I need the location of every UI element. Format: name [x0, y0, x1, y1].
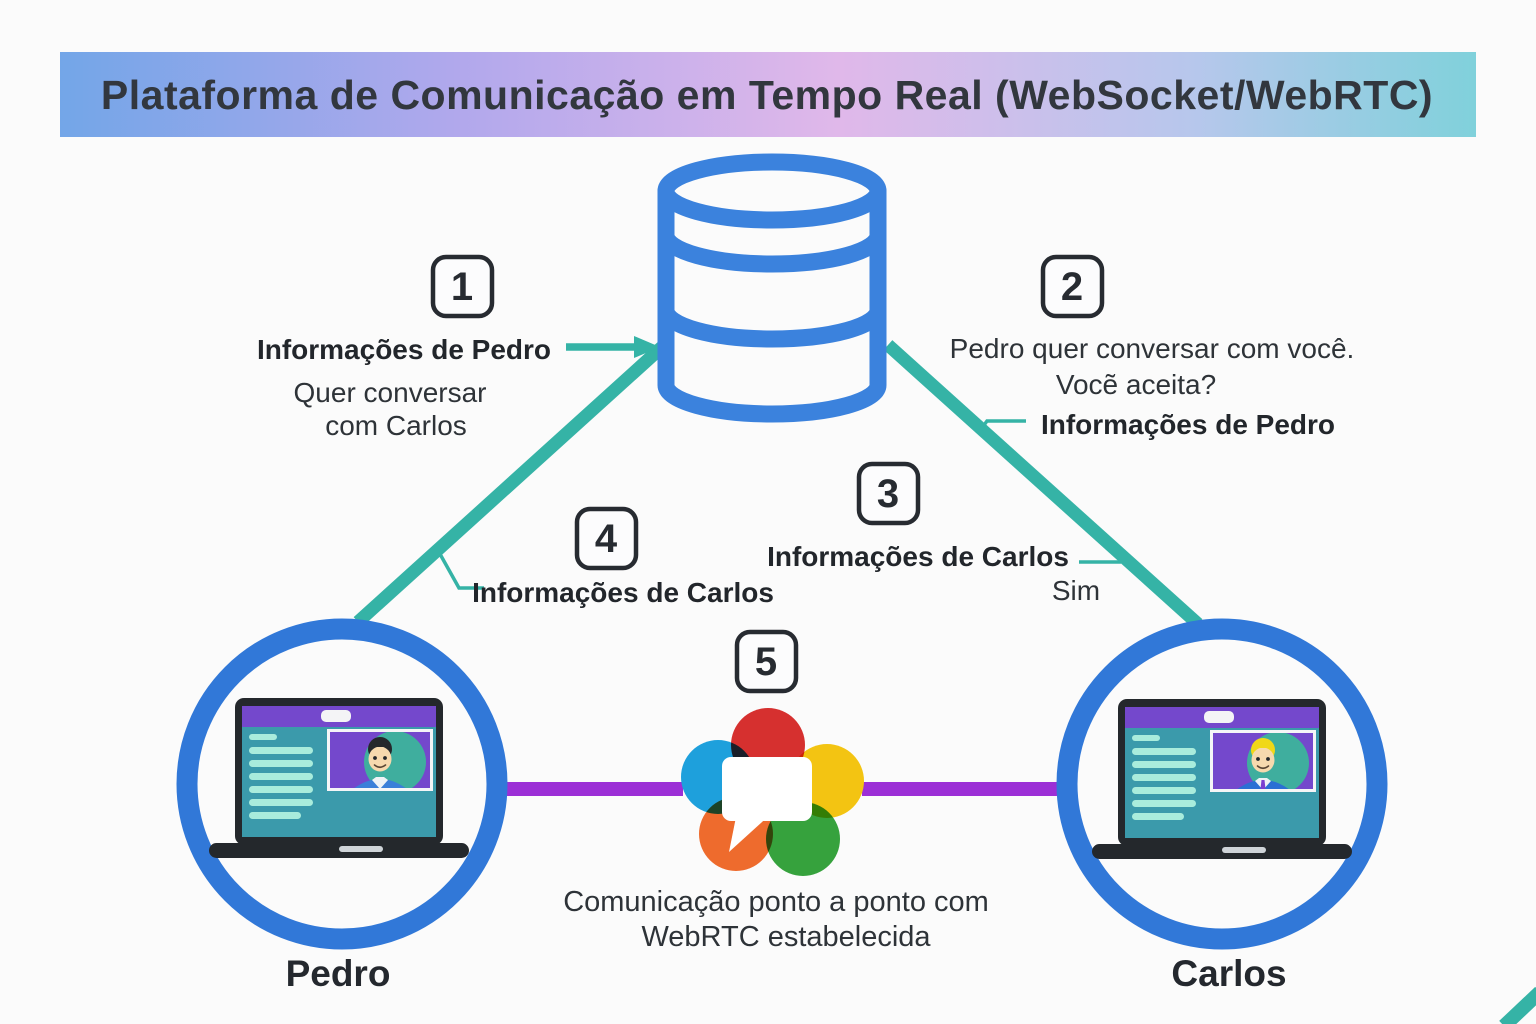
page-title: Plataforma de Comunicação em Tempo Real …	[101, 72, 1433, 118]
step-2-badge: 2	[1040, 254, 1105, 319]
step-1-line1: Quer conversar	[294, 377, 487, 408]
step-2-label: Informações de Pedro	[1041, 409, 1335, 440]
laptop-video-call-icon-pedro	[209, 698, 469, 858]
step-5-badge: 5	[734, 629, 799, 694]
step-4-badge: 4	[574, 506, 639, 571]
step-2-line1: Pedro quer conversar com você.	[950, 333, 1355, 364]
step-3-text: Informações de Carlos Sim	[767, 541, 1100, 606]
webrtc-link-line	[507, 782, 1060, 796]
peer-pedro: Pedro	[176, 618, 508, 994]
step-1-badge: 1	[430, 254, 495, 319]
step-4-label: Informações de Carlos	[472, 577, 774, 608]
step-1-label: Informações de Pedro	[257, 334, 551, 365]
step-3-number: 3	[877, 472, 899, 516]
decorative-line-stub	[1499, 986, 1536, 1024]
step-2-line2: Vocẽ aceita?	[1056, 369, 1216, 400]
step-3-badge: 3	[856, 461, 921, 526]
step-3-response: Sim	[1052, 575, 1100, 606]
peer-name-carlos: Carlos	[1171, 953, 1286, 994]
webrtc-logo-icon	[681, 708, 864, 876]
signal-line-pedro-server	[353, 342, 667, 627]
laptop-video-call-icon-carlos	[1092, 699, 1352, 859]
leader-step4	[438, 553, 484, 590]
step-5-line2: WebRTC estabelecida	[641, 921, 931, 953]
signal-line-server-carlos	[883, 340, 1203, 629]
info-arrow-icon	[566, 336, 660, 358]
step-5-text: Comunicação ponto a ponto com WebRTC est…	[563, 886, 989, 953]
step-4-number: 4	[595, 517, 618, 561]
step-3-label: Informações de Carlos	[767, 541, 1069, 572]
step-2-number: 2	[1061, 265, 1083, 309]
signaling-lines	[353, 336, 1536, 1024]
leader-step2	[977, 419, 1026, 434]
peer-name-pedro: Pedro	[286, 953, 391, 994]
step-5-line1: Comunicação ponto a ponto com	[563, 886, 989, 918]
step-4-text: Informações de Carlos	[472, 577, 774, 608]
peer-carlos: Carlos	[1056, 618, 1388, 994]
speech-bubble-icon	[722, 757, 812, 852]
step-1-number: 1	[451, 265, 473, 309]
step-1-line2: com Carlos	[325, 410, 467, 441]
title-banner: Plataforma de Comunicação em Tempo Real …	[60, 52, 1476, 137]
step-2-text: Pedro quer conversar com você. Vocẽ acei…	[950, 333, 1355, 440]
step-1-text: Informações de Pedro Quer conversar com …	[257, 334, 551, 441]
step-5-number: 5	[755, 640, 777, 684]
database-icon	[657, 153, 887, 423]
